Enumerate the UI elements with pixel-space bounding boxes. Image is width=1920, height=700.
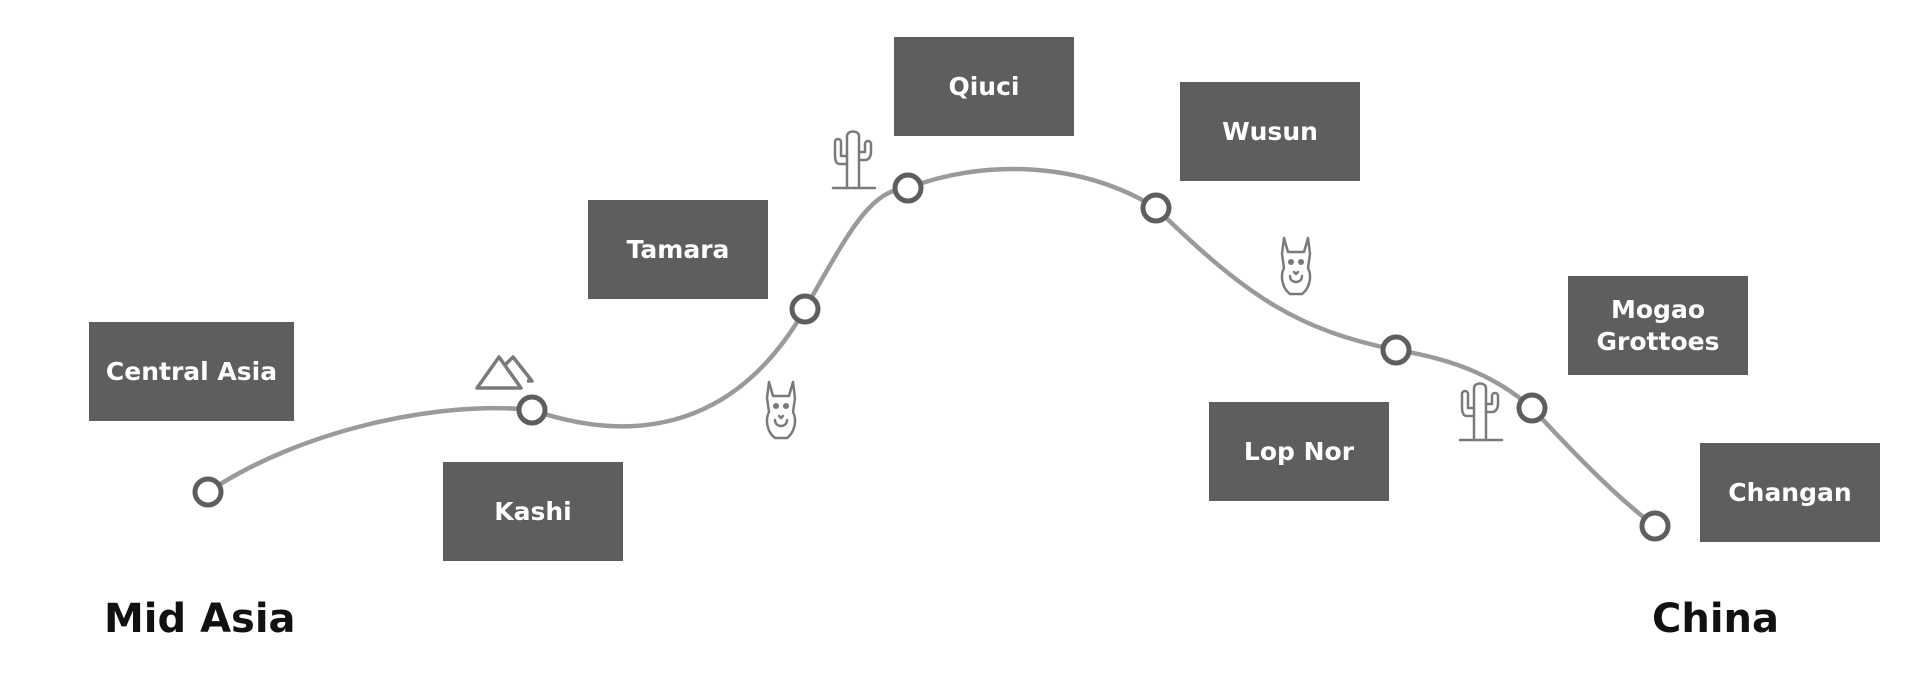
- route-node-kashi: [516, 394, 548, 426]
- stop-kashi: Kashi: [443, 462, 623, 561]
- stop-mogao-grottoes: Mogao Grottoes: [1568, 276, 1748, 375]
- llama-icon: [765, 380, 797, 440]
- region-end-label: China: [1652, 596, 1780, 642]
- stop-changan: Changan: [1700, 443, 1880, 542]
- cactus-icon: [831, 130, 877, 190]
- mountain-icon: [475, 355, 534, 390]
- route-node-lopnor: [1380, 334, 1412, 366]
- route-node-wusun: [1140, 192, 1172, 224]
- stop-lop-nor: Lop Nor: [1209, 402, 1389, 501]
- route-node-tamara: [789, 293, 821, 325]
- cactus-icon: [1458, 382, 1504, 442]
- llama-icon: [1280, 236, 1312, 296]
- stop-qiuci: Qiuci: [894, 37, 1074, 136]
- region-start-label: Mid Asia: [104, 596, 296, 642]
- route-nodes: [192, 172, 1671, 542]
- stop-tamara: Tamara: [588, 200, 768, 299]
- stop-central-asia: Central Asia: [89, 322, 294, 421]
- route-node-qiuci: [892, 172, 924, 204]
- route-node-start: [192, 476, 224, 508]
- stop-wusun: Wusun: [1180, 82, 1360, 181]
- route-node-end: [1639, 510, 1671, 542]
- route-node-mogao: [1516, 392, 1548, 424]
- route-path: [205, 166, 1658, 529]
